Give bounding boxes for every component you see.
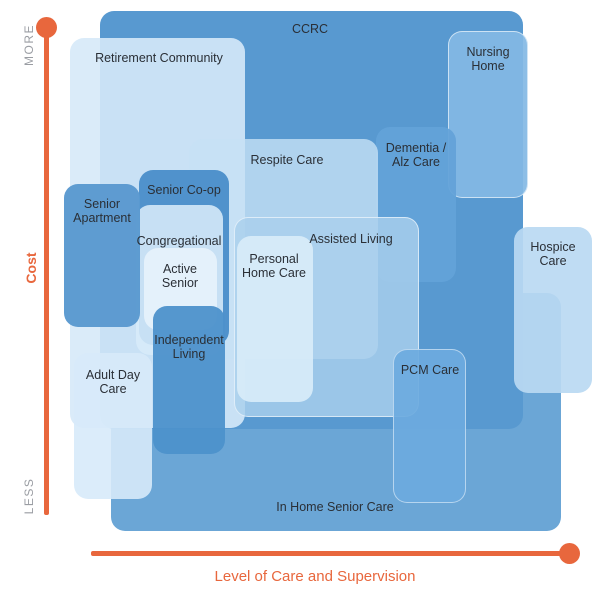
ccrc-label: CCRC	[291, 22, 329, 36]
retirement-community-label: Retirement Community	[95, 51, 223, 65]
care-axis-endpoint	[559, 543, 580, 564]
pcm-care-label: PCM Care	[400, 363, 460, 377]
independent-living-label: Independent Living	[154, 333, 224, 361]
senior-coop-label: Senior Co-op	[147, 183, 221, 197]
y-axis-high-label: MORE	[22, 24, 36, 66]
hospice-care-label: Hospice Care	[530, 240, 576, 268]
hospice-care-box	[514, 227, 592, 393]
dementia-alz-care-label: Dementia / Alz Care	[385, 141, 447, 169]
y-axis-low-label: LESS	[22, 477, 36, 515]
independent-living-box	[153, 306, 225, 454]
personal-home-care-box	[237, 236, 313, 402]
pcm-care-box	[393, 349, 466, 503]
active-senior-label: Active Senior	[161, 262, 199, 290]
nursing-home-box	[448, 31, 528, 198]
y-axis-title: Cost	[23, 252, 39, 284]
adult-day-care-box	[74, 353, 152, 499]
in-home-senior-care-label: In Home Senior Care	[276, 500, 394, 514]
senior-apartment-box	[64, 184, 140, 327]
x-axis-title: Level of Care and Supervision	[214, 568, 416, 585]
assisted-living-label: Assisted Living	[309, 232, 393, 246]
care-axis-line	[91, 551, 569, 556]
adult-day-care-label: Adult Day Care	[85, 368, 141, 396]
cost-axis-endpoint	[36, 17, 57, 38]
cost-axis-line	[44, 26, 49, 515]
respite-care-label: Respite Care	[250, 153, 324, 167]
senior-apartment-label: Senior Apartment	[73, 197, 131, 225]
nursing-home-label: Nursing Home	[466, 45, 510, 73]
personal-home-care-label: Personal Home Care	[242, 252, 306, 280]
congregational-label: Congregational	[136, 234, 222, 248]
